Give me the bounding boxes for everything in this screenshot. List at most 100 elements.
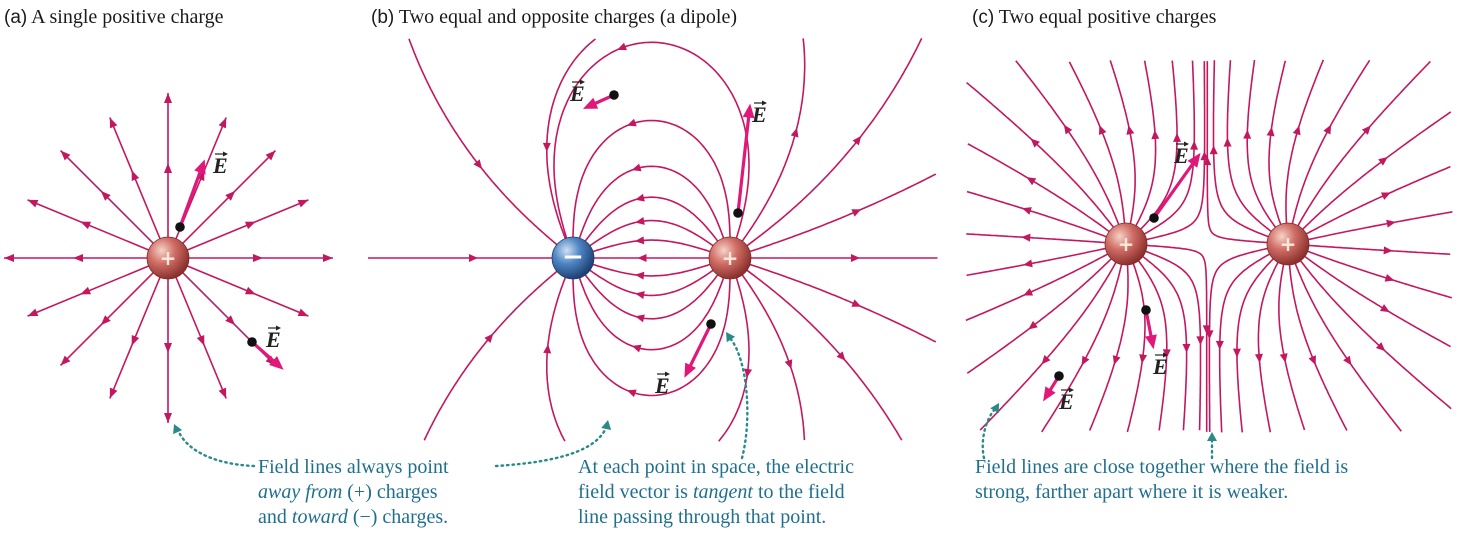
field-line: [1268, 60, 1287, 226]
caption-b-line2-pre: field vector is: [578, 481, 693, 503]
e-vector-c-lower-arrowhead: [1043, 386, 1056, 402]
field-line: [1134, 60, 1157, 227]
pointer-tangent-vector-arrowhead: [726, 332, 736, 343]
field-line-arrowhead: [1081, 355, 1090, 366]
field-line-arrowhead: [1126, 125, 1135, 135]
e-vector-a-lower-label: E: [265, 327, 281, 352]
positive-charge-a-sign: +: [160, 246, 177, 270]
positive-charge-c-left: [1104, 222, 1148, 266]
panel-a-title: (a) A single positive charge: [4, 6, 224, 29]
field-line-arrowhead: [542, 142, 551, 152]
negative-charge-b: [551, 236, 595, 280]
field-line: [582, 196, 719, 245]
field-line: [1109, 60, 1136, 225]
field-line-arrowhead: [631, 163, 642, 172]
panel-a-title-text: A single positive charge: [31, 6, 224, 28]
field-line-arrowhead: [109, 117, 118, 129]
field-line: [586, 267, 715, 297]
field-line: [1305, 165, 1451, 236]
positive-charge-c-right: [1266, 222, 1310, 266]
field-line: [1208, 247, 1269, 432]
field-line: [1126, 262, 1146, 433]
e-vector-c-lower-label: E: [1058, 389, 1074, 414]
field-line: [546, 38, 596, 240]
charges: +−+++: [146, 222, 1310, 280]
pointer-lines-apart-arrowhead: [1207, 432, 1217, 441]
field-line: [1145, 244, 1208, 432]
field-line: [1206, 61, 1269, 244]
field-line-arrowhead: [1021, 207, 1032, 215]
e-vector-b-bottom-shaft: [686, 323, 713, 372]
field-line: [1288, 263, 1348, 431]
field-line: [1236, 257, 1275, 433]
panel-c-field-lines: [965, 59, 1453, 433]
field-line-arrowhead: [484, 333, 494, 343]
field-line: [741, 273, 806, 441]
field-line: [588, 262, 712, 277]
field-line-arrowhead: [1063, 124, 1073, 135]
field-line-arrowhead: [225, 315, 236, 326]
field-line: [1285, 59, 1325, 225]
e-vector-b-right-label-arrowhead: [762, 100, 767, 106]
e-vector-b-bottom-point: [706, 319, 716, 329]
caption-a-line3: and toward (−) charges.: [258, 505, 449, 530]
panel-c-tag: (c): [972, 7, 995, 28]
field-line: [1296, 60, 1431, 227]
e-vector-a-lower-arrowhead: [269, 355, 284, 370]
field-line-arrowhead: [1151, 129, 1160, 140]
field-line-arrowhead: [1173, 132, 1182, 142]
field-line-arrowhead: [1023, 259, 1033, 268]
pointer-away-from-charges-arrowhead: [173, 424, 183, 435]
panel-a-tag: (a): [4, 7, 28, 28]
field-line: [1307, 211, 1453, 241]
e-vector-a-upper-arrowhead: [194, 159, 206, 175]
caption-c: Field lines are close together where the…: [975, 455, 1348, 505]
field-line-arrowhead: [1215, 340, 1224, 350]
field-line-arrowhead: [852, 135, 862, 146]
field-line-arrowhead: [218, 387, 227, 399]
caption-a-line1: Field lines always point: [258, 456, 449, 478]
field-line-arrowhead: [80, 286, 92, 295]
e-vector-b-bottom-label: E: [654, 373, 670, 398]
field-line: [745, 37, 923, 247]
caption-a-line2-rest: (+) charges: [342, 481, 438, 503]
field-line-arrowhead: [1026, 177, 1037, 186]
positive-charge-b-sign: +: [722, 246, 739, 270]
field-line-arrowhead: [253, 254, 263, 262]
field-line: [967, 143, 1111, 233]
caption-a-line2: away from (+) charges: [258, 480, 449, 505]
panel-b-title-text: Two equal and opposite charges (a dipole…: [398, 6, 737, 28]
field-line: [748, 263, 937, 343]
field-line-arrowhead: [1139, 354, 1148, 364]
field-line-arrowhead: [1202, 325, 1211, 335]
field-line-arrowhead: [469, 254, 478, 262]
field-line: [109, 117, 162, 242]
e-vector-c-middle-arrowhead: [1145, 334, 1157, 350]
field-line-arrowhead: [164, 93, 172, 103]
field-line-arrowhead: [790, 127, 799, 138]
field-line-arrowhead: [225, 190, 236, 201]
field-line: [1303, 255, 1451, 348]
field-line: [572, 119, 731, 242]
field-line-arrowhead: [1196, 336, 1205, 346]
field-line-arrowhead: [1182, 343, 1191, 353]
field-line: [577, 273, 725, 351]
e-vector-a-lower-label-arrowhead: [276, 325, 281, 331]
field-line-arrowhead: [626, 118, 637, 127]
field-line-arrowhead: [244, 221, 256, 230]
field-line-arrowhead: [634, 236, 645, 245]
field-line: [1041, 263, 1123, 433]
caption-pointers: [173, 332, 1217, 468]
field-line: [1137, 259, 1168, 431]
field-line-arrowhead: [617, 42, 627, 51]
field-line: [408, 38, 559, 246]
caption-a-line3-pre: and: [258, 506, 292, 528]
caption-a-emph-away: away from: [258, 481, 343, 503]
panel-b-tag: (b): [371, 7, 395, 28]
field-line: [966, 233, 1107, 244]
caption-a: Field lines always point away from (+) c…: [258, 455, 449, 530]
field-line-arrowhead: [196, 334, 205, 346]
positive-charge-b: [708, 236, 752, 280]
pointer-lines-close-arrowhead: [990, 403, 999, 414]
